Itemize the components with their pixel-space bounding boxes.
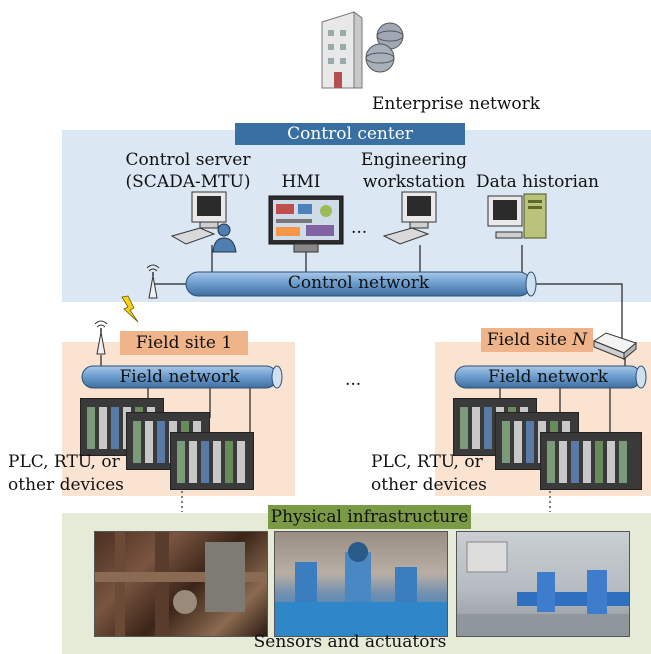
- workstation-icon: [382, 191, 437, 245]
- field-site-n-label: Field site N: [481, 328, 593, 352]
- engineering-label-line1: Engineering: [360, 150, 468, 170]
- server-building-icon: [321, 11, 404, 89]
- pump-room-illustration-icon: [457, 541, 629, 636]
- field-sites-ellipsis: ...: [345, 370, 362, 390]
- modem-icon: [592, 332, 638, 361]
- pump-room-photo-image: [456, 531, 630, 637]
- hmi-screen-icon: [268, 195, 344, 253]
- control-center-label: Control center: [235, 123, 465, 145]
- control-server-label-line1: Control server: [125, 150, 251, 170]
- field-site-n-variable: N: [572, 330, 588, 350]
- plc-right-label-line1: PLC, RTU, or: [371, 452, 483, 472]
- enterprise-network-label: Enterprise network: [372, 94, 541, 114]
- field-network-n-pipe: [454, 365, 647, 389]
- blue-valves-photo-image: [274, 531, 448, 637]
- field-network-1-pipe: [81, 365, 283, 389]
- field-network-n-label: Field network: [487, 367, 609, 387]
- wireless-link-icon: [121, 295, 139, 323]
- control-network-label: Control network: [287, 273, 430, 293]
- field-site-1-label: Field site 1: [120, 331, 248, 355]
- field-network-1-label: Field network: [119, 367, 240, 387]
- control-ellipsis: ...: [351, 218, 368, 238]
- control-network-pipe: [185, 271, 537, 297]
- historian-computer-icon: [487, 193, 547, 239]
- plc-right-label-line2: other devices: [371, 475, 487, 495]
- plc-left-label-line2: other devices: [8, 475, 124, 495]
- engineering-label-line2: workstation: [362, 172, 466, 192]
- data-historian-label: Data historian: [476, 172, 599, 192]
- field-site-n-label-text: Field site: [486, 330, 573, 350]
- computer-user-icon: [170, 191, 237, 253]
- valves-illustration-icon: [275, 542, 447, 636]
- antenna-icon: [94, 320, 108, 355]
- plc-rack-icon: [540, 432, 642, 490]
- plc-rack-icon: [170, 432, 254, 490]
- plc-left-label-line1: PLC, RTU, or: [8, 452, 120, 472]
- industrial-pipes-photo-image: [94, 531, 268, 637]
- control-server-label-line2: (SCADA-MTU): [125, 172, 251, 192]
- sensors-actuators-label: Sensors and actuators: [253, 632, 447, 652]
- antenna-icon: [146, 264, 160, 299]
- physical-infrastructure-label: Physical infrastructure: [268, 505, 471, 529]
- hmi-label: HMI: [281, 172, 321, 192]
- pipes-illustration-icon: [95, 532, 267, 636]
